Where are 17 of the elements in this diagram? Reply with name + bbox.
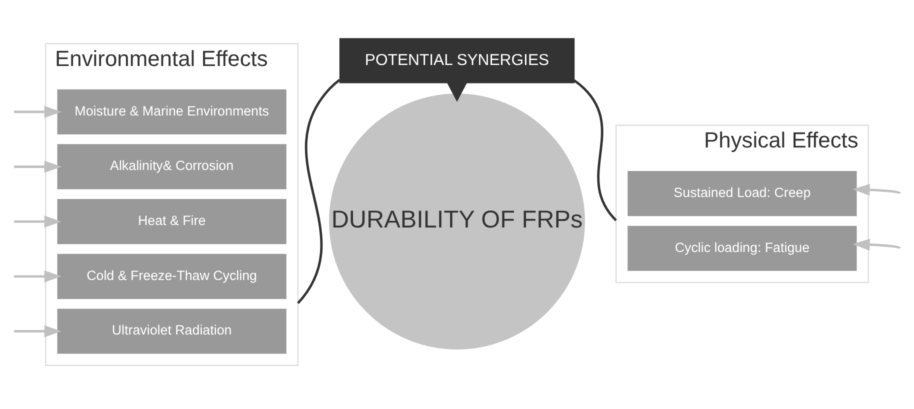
arrow [14,216,62,228]
arrow [14,106,62,118]
arrow [14,160,62,173]
arrow [852,184,901,196]
node-box: Cyclic loading: Fatigue [628,226,857,271]
arrow [14,270,62,282]
node-box: Moisture & Marine Environments [57,89,286,134]
node-box: Alkalinity& Corrosion [57,144,286,190]
arrow [852,238,901,251]
node-box: Ultraviolet Radiation [57,308,286,354]
connector [573,79,617,222]
node-box: Heat & Fire [57,199,286,244]
node-circle: DURABILITY OF FRPs [329,94,585,350]
connector [296,78,340,304]
node-box: Cold & Freeze-Thaw Cycling [57,254,286,299]
arrow [14,325,62,338]
node-box: Sustained Load: Creep [628,170,857,216]
